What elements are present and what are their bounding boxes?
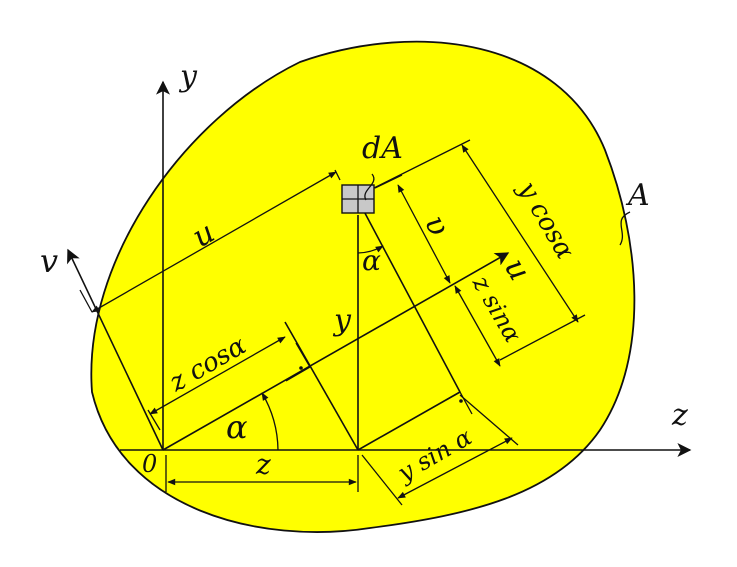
label-dim-y: y [332, 303, 352, 338]
ycos-ext-bottom [499, 314, 586, 361]
u-axis-line [162, 252, 510, 451]
zsin-dimension-line [454, 285, 501, 367]
dA-to-u-axis-line [357, 199, 461, 393]
cross-section-region [90, 40, 636, 533]
label-dim-z: z [255, 448, 271, 481]
right-angle-mark-right [445, 391, 473, 415]
label-area-A: A [625, 178, 650, 213]
v-axis-line [67, 248, 164, 451]
zcos-dimension-line [149, 336, 286, 415]
dA-leader [364, 173, 375, 201]
label-origin: 0 [142, 450, 157, 478]
ysin-dimension-line [397, 437, 513, 499]
right-angle-mark-left [285, 342, 311, 382]
u-dimension-ext [79, 289, 93, 313]
label-angle-base: α [226, 408, 248, 446]
right-angle-dot-left [299, 366, 303, 370]
ycos-dimension-line [461, 144, 579, 323]
label-angle-top: α [362, 244, 381, 277]
u-dimension-line [91, 171, 337, 313]
label-axis-y: y [178, 59, 198, 94]
angle-arc-top [357, 245, 384, 254]
angle-arc-base [261, 392, 279, 451]
label-element-dA: dA [362, 131, 403, 166]
perp-from-point [284, 321, 359, 451]
ysin-ext-left [361, 454, 403, 506]
A-leader [619, 211, 631, 246]
v-dimension-line [397, 184, 451, 284]
label-axis-z: z [671, 398, 688, 433]
label-axis-v: v [40, 242, 58, 280]
perp-from-z [357, 391, 461, 451]
ycos-ext-top [369, 139, 471, 191]
right-angle-dot-right [459, 399, 463, 403]
ysin-ext-right [459, 394, 519, 446]
